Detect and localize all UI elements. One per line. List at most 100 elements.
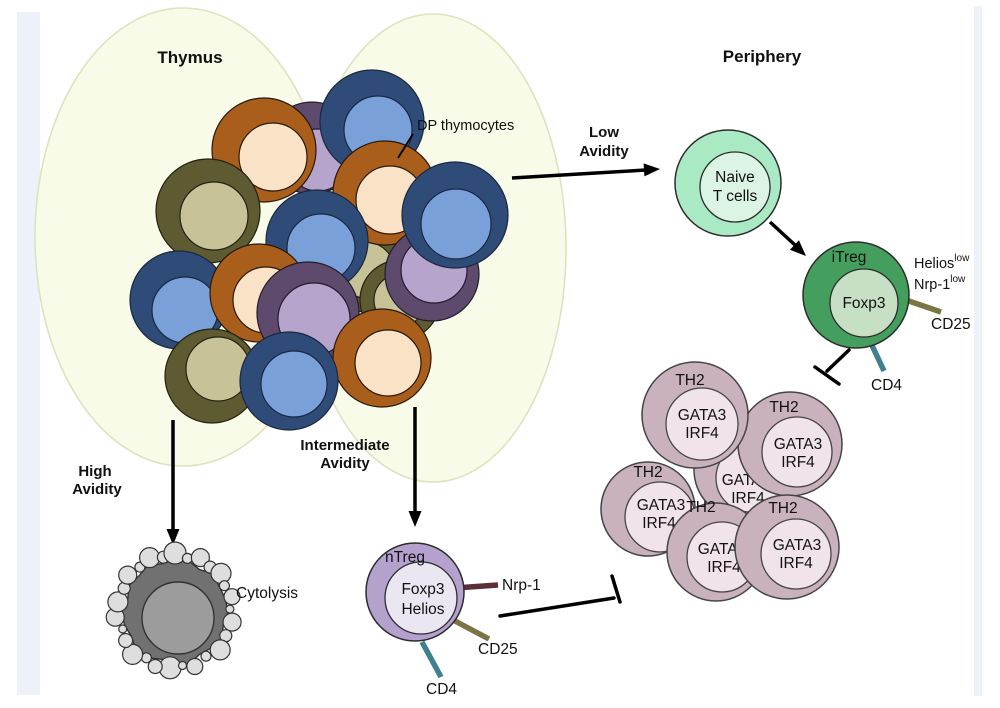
- cytolysis-cell: [105, 541, 242, 680]
- dp-thymocytes-pointer-line: [397, 133, 414, 159]
- intermediate-avidity-label-line1: Intermediate: [300, 437, 389, 454]
- cytolysis-bleb: [177, 660, 188, 671]
- right-page-strip: [974, 6, 982, 696]
- cytolysis-bleb: [222, 612, 242, 632]
- cytolysis-nucleus: [141, 581, 215, 655]
- naive-label-line2: T cells: [713, 188, 758, 205]
- ntreg-cd25-label: CD25: [478, 641, 518, 658]
- th2-irf4-label: IRF4: [642, 515, 676, 532]
- low-avidity-label-line2: Avidity: [579, 143, 629, 160]
- dp-thymocyte-nucleus: [354, 329, 422, 397]
- naive-t-cell-nucleus: [699, 151, 771, 223]
- cytolysis-bleb: [118, 565, 138, 585]
- cytolysis-bleb: [186, 657, 204, 676]
- dp-thymocyte-nucleus: [420, 188, 492, 260]
- th2-irf4-label: IRF4: [779, 555, 813, 572]
- cytolysis-bleb: [200, 650, 212, 662]
- low-avidity-arrow: [511, 168, 647, 180]
- cytolysis-bleb: [122, 643, 144, 666]
- th2-cell-nucleus: [760, 518, 832, 590]
- nrp1-base: Nrp-1: [914, 277, 950, 293]
- cytolysis-bleb: [147, 658, 163, 675]
- low-avidity-label-line1: Low: [589, 124, 619, 141]
- naive-to-itreg-arrowhead: [789, 240, 806, 256]
- helios-sup: low: [954, 253, 970, 264]
- naive-to-itreg-arrow: [768, 220, 797, 247]
- dp-thymocyte-nucleus: [185, 336, 251, 402]
- intermediate-avidity-arrowhead: [408, 511, 422, 527]
- cytolysis-label: Cytolysis: [236, 585, 298, 602]
- dp-thymocyte-cluster: [129, 69, 509, 431]
- ntreg-nrp1-label: Nrp-1: [502, 577, 541, 594]
- ntreg-inhibition-line: [498, 596, 616, 618]
- naive-t-cell: Naive T cells: [674, 129, 782, 237]
- ntreg-inhibition-crossbar: [610, 574, 622, 604]
- cytolysis-bleb: [117, 632, 134, 649]
- itreg-nrp1-low-label: Nrp-1low: [914, 274, 966, 293]
- high-avidity-label-line1: High: [78, 463, 111, 480]
- ntreg-cell-nucleus: [384, 561, 458, 635]
- th2-cell: TH2 GATA3 IRF4: [737, 391, 843, 497]
- cytolysis-bleb: [118, 624, 128, 634]
- th2-irf4-label: IRF4: [781, 454, 815, 471]
- th2-cluster: GATA3 IRF4 TH2 GATA3 IRF4 TH2 GATA3 IRF4…: [600, 361, 843, 602]
- cytolysis-blebs: [105, 541, 242, 680]
- cytolysis-bleb: [209, 639, 231, 661]
- th2-cell-nucleus: [761, 416, 833, 488]
- helios-base: Helios: [914, 256, 954, 272]
- ntreg-helios-label: Helios: [401, 601, 444, 618]
- nrp1-sup: low: [950, 274, 966, 285]
- high-avidity-arrowhead: [166, 529, 180, 545]
- low-avidity-arrowhead: [643, 163, 660, 177]
- itreg-inhibition-line: [825, 348, 851, 373]
- cytolysis-bleb: [223, 588, 241, 606]
- ntreg-type-label: nTreg: [385, 549, 425, 566]
- itreg-inhibition-crossbar: [813, 365, 841, 386]
- th2-type-label: TH2: [768, 500, 797, 517]
- itreg-cd4-label: CD4: [871, 377, 902, 394]
- dp-thymocytes-label: DP thymocytes: [417, 118, 514, 134]
- itreg-type-label: iTreg: [832, 249, 867, 266]
- th2-cell: TH2 GATA3 IRF4: [641, 361, 749, 469]
- ntreg-cd4-label: CD4: [426, 681, 457, 698]
- th2-type-label: TH2: [686, 499, 715, 516]
- thymus-title: Thymus: [157, 48, 222, 67]
- periphery-title: Periphery: [723, 47, 802, 66]
- itreg-cell-nucleus: [829, 268, 899, 338]
- itreg-inhibition-tbar: [813, 348, 851, 386]
- th2-cell: TH2 GATA3 IRF4: [734, 494, 840, 600]
- ntreg-inhibition-tbar: [498, 574, 622, 618]
- th2-gata3-label: GATA3: [773, 537, 822, 554]
- intermediate-avidity-label-line2: Avidity: [320, 455, 370, 472]
- itreg-cell: iTreg Foxp3 Helioslow Nrp-1low CD25 CD4: [802, 241, 971, 394]
- itreg-foxp3-label: Foxp3: [842, 295, 885, 312]
- itreg-helios-low-label: Helioslow: [914, 253, 970, 272]
- th2-type-label: TH2: [633, 464, 662, 481]
- th2-type-label: TH2: [769, 399, 798, 416]
- th2-cell: TH2 GATA3 IRF4: [600, 461, 696, 557]
- ntreg-foxp3-label: Foxp3: [401, 581, 444, 598]
- th2-irf4-label: IRF4: [685, 425, 719, 442]
- th2-gata3-label: GATA3: [678, 407, 727, 424]
- left-page-strip: [17, 12, 40, 695]
- dp-thymocyte-nucleus: [179, 181, 249, 251]
- cytolysis-bleb: [210, 562, 232, 585]
- ntreg-cd4-receptor: [419, 640, 444, 679]
- ntreg-cell: nTreg Foxp3 Helios Nrp-1 CD25 CD4: [365, 542, 541, 698]
- th2-gata3-label: GATA3: [698, 541, 747, 558]
- naive-label-line1: Naive: [715, 169, 755, 186]
- cytolysis-bleb: [107, 591, 129, 613]
- ntreg-cd25-receptor: [453, 618, 491, 642]
- cytolysis-bleb: [139, 546, 161, 569]
- th2-gata3-label: GATA3: [637, 497, 686, 514]
- th2-gata3-label: GATA3: [774, 436, 823, 453]
- dp-thymocyte-nucleus: [260, 350, 328, 418]
- cytolysis-bleb: [218, 580, 230, 592]
- cytolysis-bleb: [225, 604, 235, 614]
- dp-thymocyte-nucleus: [238, 122, 308, 192]
- cytolysis-bleb: [190, 547, 210, 568]
- itreg-cd25-label: CD25: [931, 316, 971, 333]
- high-avidity-label-line2: Avidity: [72, 481, 122, 498]
- th2-cell-nucleus: [665, 387, 739, 461]
